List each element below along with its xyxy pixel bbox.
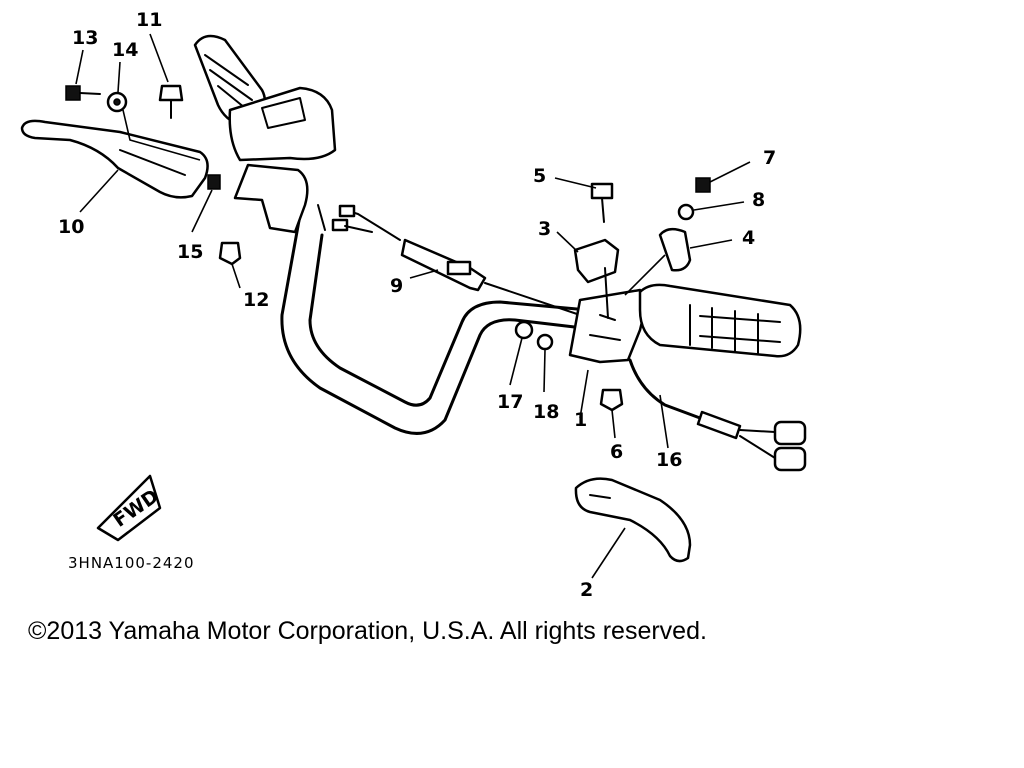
callout-15: 15 (177, 241, 203, 263)
part-15-adjuster (207, 174, 221, 190)
copyright-notice: ©2013 Yamaha Motor Corporation, U.S.A. A… (28, 617, 707, 645)
part-13-bolt (65, 85, 101, 101)
callout-3: 3 (538, 218, 551, 240)
part-11-pivot-bolt (158, 84, 184, 119)
left-lever-holder (228, 86, 337, 234)
callout-14: 14 (112, 39, 138, 61)
leader-lines (75, 33, 751, 579)
handlebar-exploded-diagram: FWD 11 13 14 10 15 12 9 5 3 7 8 (20, 9, 807, 601)
part-8-washer (677, 203, 695, 221)
part-17-nut (514, 320, 534, 340)
callout-8: 8 (752, 189, 765, 211)
part-3-switch (573, 238, 620, 319)
part-7-screw (695, 177, 711, 193)
part-16-wire-harness (628, 358, 807, 472)
callout-17: 17 (497, 391, 523, 413)
part-4-clamp (658, 227, 692, 272)
callout-labels: 11 13 14 10 15 12 9 5 3 7 8 4 17 18 1 6 … (58, 9, 776, 601)
callout-6: 6 (610, 441, 623, 463)
part-12-nut (218, 241, 242, 266)
callout-16: 16 (656, 449, 682, 471)
right-grip (638, 283, 802, 358)
callout-13: 13 (72, 27, 98, 49)
part-6-nut (599, 388, 624, 412)
callout-1: 1 (574, 409, 587, 431)
callout-2: 2 (580, 579, 593, 601)
callout-18: 18 (533, 401, 559, 423)
part-2-brake-lever (574, 477, 692, 563)
fwd-arrow: FWD (96, 474, 163, 542)
part-14-washer (106, 91, 128, 113)
diagram-code: 3HNA100-2420 (68, 554, 195, 572)
callout-4: 4 (742, 227, 755, 249)
callout-9: 9 (390, 275, 403, 297)
callout-11: 11 (136, 9, 162, 31)
handlebar (280, 204, 612, 435)
callout-7: 7 (763, 147, 776, 169)
part-10-clutch-lever (20, 119, 209, 199)
part-5-screw (590, 182, 614, 223)
callout-12: 12 (243, 289, 269, 311)
part-18-washer (536, 333, 554, 351)
callout-10: 10 (58, 216, 84, 238)
part-9-throttle-cable (331, 204, 581, 316)
callout-5: 5 (533, 165, 546, 187)
